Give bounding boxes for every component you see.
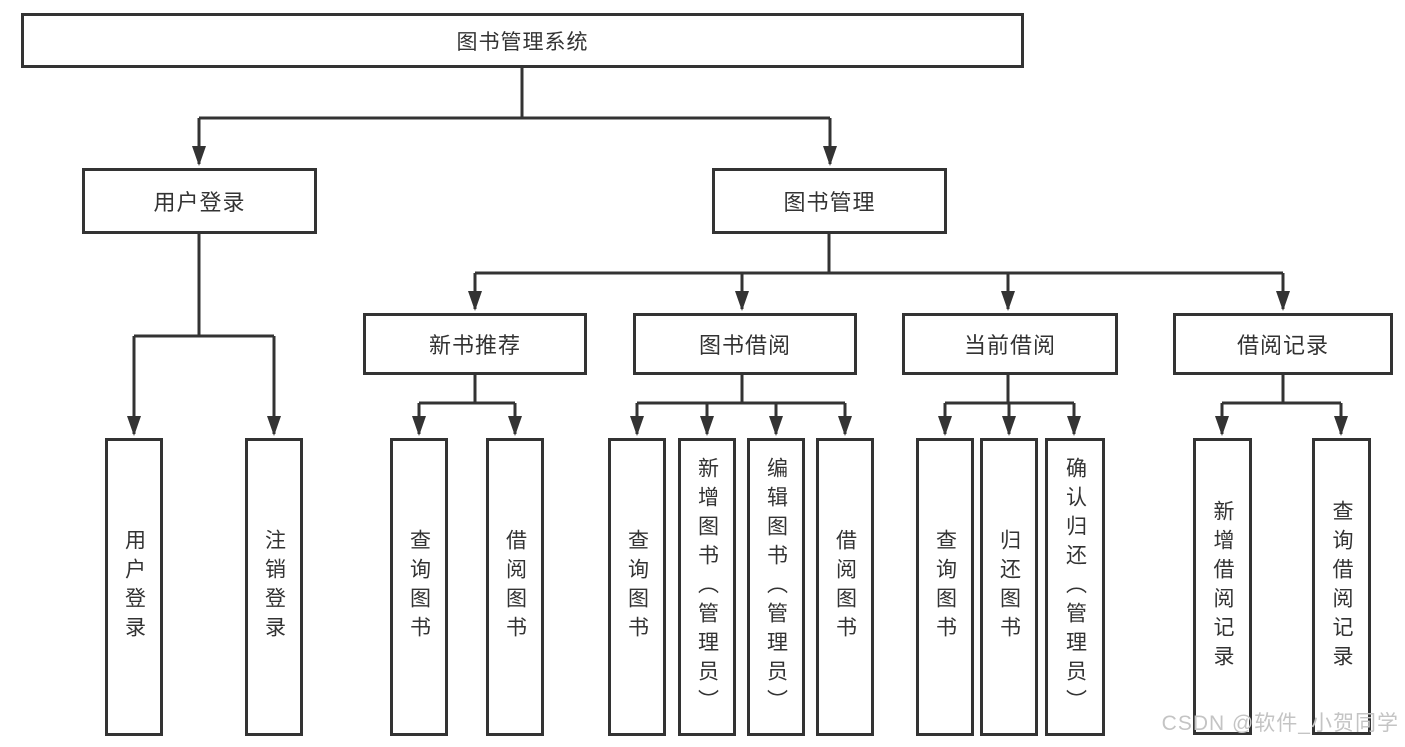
watermark-text: CSDN @软件_小贺同学 bbox=[1161, 712, 1399, 735]
node-label: 当前借阅 bbox=[963, 333, 1056, 358]
node-new-book-recommendation: 新书推荐 bbox=[363, 313, 587, 375]
node-label: 查询图书 bbox=[625, 529, 649, 645]
node-label: 新增图书（管理员） bbox=[695, 456, 719, 718]
node-label: 查询图书 bbox=[933, 529, 957, 645]
node-label: 图书管理系统 bbox=[456, 30, 589, 54]
node-label: 用户登录 bbox=[153, 190, 246, 215]
node-library-management-system: 图书管理系统 bbox=[21, 13, 1024, 68]
node-label: 注销登录 bbox=[262, 529, 286, 645]
node-label: 用户登录 bbox=[122, 529, 146, 645]
connector-new-book-trunk bbox=[419, 375, 515, 405]
node-add-borrow-record: 新增借阅记录 bbox=[1193, 438, 1252, 735]
node-borrow-books-a: 借阅图书 bbox=[486, 438, 544, 736]
node-label: 归还图书 bbox=[997, 529, 1021, 645]
node-label: 查询图书 bbox=[407, 529, 431, 645]
node-book-borrowing: 图书借阅 bbox=[633, 313, 857, 375]
connector-current-borrowing-trunk bbox=[945, 375, 1074, 405]
node-label: 编辑图书（管理员） bbox=[764, 456, 788, 718]
node-label: 新书推荐 bbox=[428, 333, 521, 358]
node-borrow-books-b: 借阅图书 bbox=[816, 438, 874, 736]
connector-borrowing-records-trunk bbox=[1222, 375, 1341, 405]
connector-book-borrowing-trunk bbox=[637, 375, 845, 405]
node-user-login: 用户登录 bbox=[82, 168, 317, 234]
node-edit-books-admin: 编辑图书（管理员） bbox=[747, 438, 805, 736]
node-label: 新增借阅记录 bbox=[1211, 499, 1234, 674]
node-borrowing-records: 借阅记录 bbox=[1173, 313, 1393, 375]
node-logout: 注销登录 bbox=[245, 438, 303, 736]
node-query-books-c: 查询图书 bbox=[916, 438, 974, 736]
node-query-books-a: 查询图书 bbox=[390, 438, 448, 736]
node-query-borrow-record: 查询借阅记录 bbox=[1312, 438, 1371, 735]
node-confirm-return-admin: 确认归还（管理员） bbox=[1045, 438, 1105, 736]
connector-book-management-trunk bbox=[475, 234, 1283, 275]
node-current-borrowing: 当前借阅 bbox=[902, 313, 1118, 375]
node-user-login-leaf: 用户登录 bbox=[105, 438, 163, 736]
node-label: 借阅图书 bbox=[833, 529, 857, 645]
connector-user-login-trunk bbox=[134, 234, 274, 338]
node-label: 查询借阅记录 bbox=[1330, 499, 1353, 674]
node-return-books: 归还图书 bbox=[980, 438, 1038, 736]
node-label: 图书借阅 bbox=[698, 333, 791, 358]
node-book-management: 图书管理 bbox=[712, 168, 947, 234]
connector-root-trunk bbox=[199, 68, 830, 120]
node-label: 借阅记录 bbox=[1236, 333, 1329, 358]
node-label: 图书管理 bbox=[783, 190, 876, 215]
node-query-books-b: 查询图书 bbox=[608, 438, 666, 736]
node-add-books-admin: 新增图书（管理员） bbox=[678, 438, 736, 736]
node-label: 确认归还（管理员） bbox=[1063, 456, 1087, 718]
node-label: 借阅图书 bbox=[503, 529, 527, 645]
